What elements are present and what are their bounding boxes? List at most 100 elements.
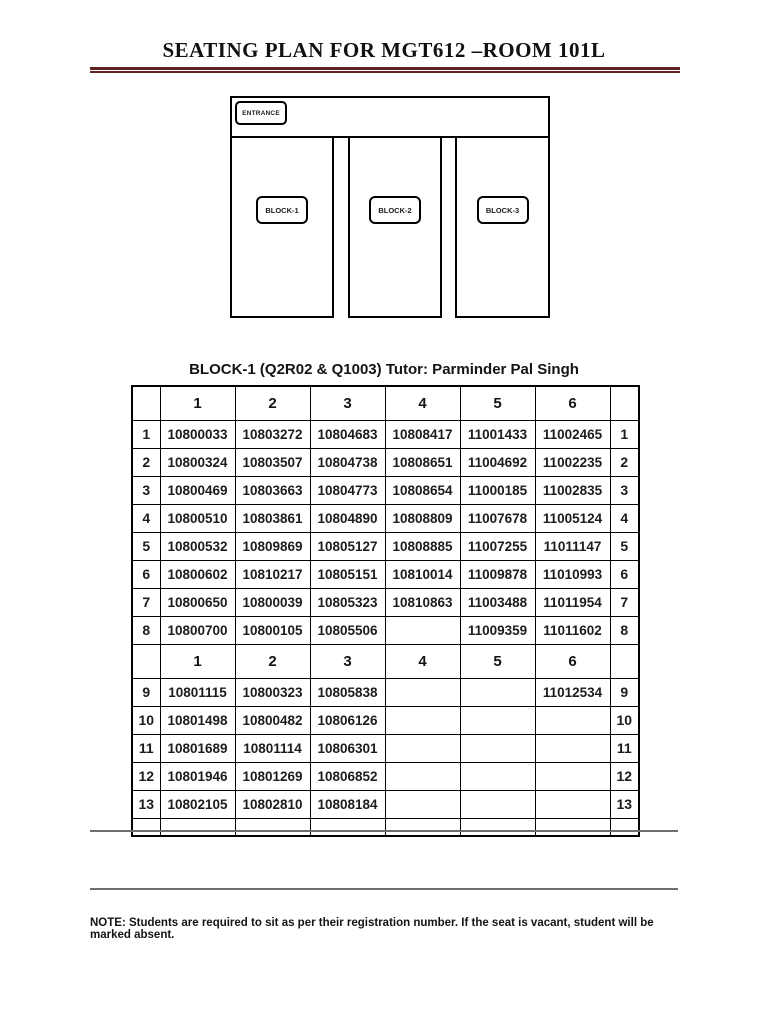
room-column-block-1: BLOCK-1 bbox=[232, 138, 334, 318]
row-number-left: 12 bbox=[131, 761, 161, 791]
seat-cell bbox=[384, 789, 461, 819]
seat-cell bbox=[459, 733, 536, 763]
seat-cell: 10810217 bbox=[234, 559, 311, 589]
entrance-strip: ENTRANCE bbox=[232, 98, 548, 138]
seat-cell: 10801114 bbox=[234, 733, 311, 763]
seat-cell: 11002235 bbox=[534, 447, 611, 477]
seat-cell: 10801269 bbox=[234, 761, 311, 791]
seat-cell: 10800700 bbox=[159, 615, 236, 645]
seat-cell bbox=[534, 705, 611, 735]
seat-cell: 10800039 bbox=[234, 587, 311, 617]
column-header: 3 bbox=[309, 385, 386, 421]
seat-cell: 11005124 bbox=[534, 503, 611, 533]
seat-cell: 11011147 bbox=[534, 531, 611, 561]
column-header: 5 bbox=[459, 385, 536, 421]
row-number-right: 12 bbox=[609, 761, 640, 791]
seat-cell: 10806852 bbox=[309, 761, 386, 791]
column-header: 3 bbox=[309, 643, 386, 679]
horizontal-rule-1 bbox=[90, 830, 678, 832]
note-text: NOTE: Students are required to sit as pe… bbox=[90, 917, 654, 941]
row-number-left: 11 bbox=[131, 733, 161, 763]
seat-cell: 10808654 bbox=[384, 475, 461, 505]
seat-cell: 11007678 bbox=[459, 503, 536, 533]
seat-cell: 10804773 bbox=[309, 475, 386, 505]
seat-cell: 11011602 bbox=[534, 615, 611, 645]
block-1-label: BLOCK-1 bbox=[265, 205, 299, 215]
block-1-label-box: BLOCK-1 bbox=[256, 196, 308, 224]
row-number-right: 8 bbox=[609, 615, 640, 645]
seat-cell: 10802810 bbox=[234, 789, 311, 819]
seat-cell: 10805127 bbox=[309, 531, 386, 561]
seat-cell: 10800033 bbox=[159, 419, 236, 449]
row-number-right: 10 bbox=[609, 705, 640, 735]
seat-cell: 11010993 bbox=[534, 559, 611, 589]
empty-row bbox=[131, 817, 640, 837]
seat-cell: 10805323 bbox=[309, 587, 386, 617]
header-corner-cell bbox=[609, 643, 640, 679]
block-3-label: BLOCK-3 bbox=[485, 205, 520, 215]
row-number-right: 2 bbox=[609, 447, 640, 477]
seat-cell: 10800324 bbox=[159, 447, 236, 477]
entrance-label-box: ENTRANCE bbox=[235, 101, 287, 125]
header-corner-cell bbox=[609, 385, 640, 421]
seat-cell: 11003488 bbox=[459, 587, 536, 617]
empty-cell bbox=[234, 817, 311, 837]
column-header: 6 bbox=[534, 385, 611, 421]
row-number-right: 5 bbox=[609, 531, 640, 561]
seat-cell: 11012534 bbox=[534, 677, 611, 707]
row-number-right: 11 bbox=[609, 733, 640, 763]
row-number-left: 6 bbox=[131, 559, 161, 589]
header-corner-cell bbox=[131, 643, 161, 679]
seat-cell: 11002465 bbox=[534, 419, 611, 449]
seat-cell: 10800532 bbox=[159, 531, 236, 561]
row-number-left: 5 bbox=[131, 531, 161, 561]
empty-cell bbox=[309, 817, 386, 837]
header-corner-cell bbox=[131, 385, 161, 421]
seat-cell: 10804738 bbox=[309, 447, 386, 477]
seat-cell: 10805506 bbox=[309, 615, 386, 645]
seat-cell: 10808417 bbox=[384, 419, 461, 449]
row-number-left: 8 bbox=[131, 615, 161, 645]
seat-cell: 10805838 bbox=[309, 677, 386, 707]
horizontal-rule-2 bbox=[90, 888, 678, 890]
column-header: 2 bbox=[234, 643, 311, 679]
seat-cell: 10810863 bbox=[384, 587, 461, 617]
seat-cell bbox=[384, 733, 461, 763]
seat-cell: 10800469 bbox=[159, 475, 236, 505]
seat-cell: 11000185 bbox=[459, 475, 536, 505]
seat-cell: 10800602 bbox=[159, 559, 236, 589]
seat-cell: 10803507 bbox=[234, 447, 311, 477]
seat-cell: 10804683 bbox=[309, 419, 386, 449]
empty-cell bbox=[459, 817, 536, 837]
block-2-label: BLOCK-2 bbox=[378, 205, 412, 215]
row-number-right: 9 bbox=[609, 677, 640, 707]
seat-cell bbox=[534, 733, 611, 763]
seat-cell: 10809869 bbox=[234, 531, 311, 561]
seat-cell: 10800650 bbox=[159, 587, 236, 617]
room-layout-diagram: ENTRANCE BLOCK-1 BLOCK-2 BLOCK-3 bbox=[230, 96, 550, 318]
empty-cell bbox=[159, 817, 236, 837]
row-number-right: 4 bbox=[609, 503, 640, 533]
seat-cell: 10806301 bbox=[309, 733, 386, 763]
seat-cell bbox=[384, 705, 461, 735]
title-underline-rule bbox=[90, 67, 680, 73]
seat-cell bbox=[384, 615, 461, 645]
seat-cell bbox=[459, 789, 536, 819]
seat-cell: 10803272 bbox=[234, 419, 311, 449]
column-header: 4 bbox=[384, 385, 461, 421]
row-number-left: 10 bbox=[131, 705, 161, 735]
empty-cell bbox=[131, 817, 161, 837]
row-number-right: 13 bbox=[609, 789, 640, 819]
seat-cell: 10803663 bbox=[234, 475, 311, 505]
